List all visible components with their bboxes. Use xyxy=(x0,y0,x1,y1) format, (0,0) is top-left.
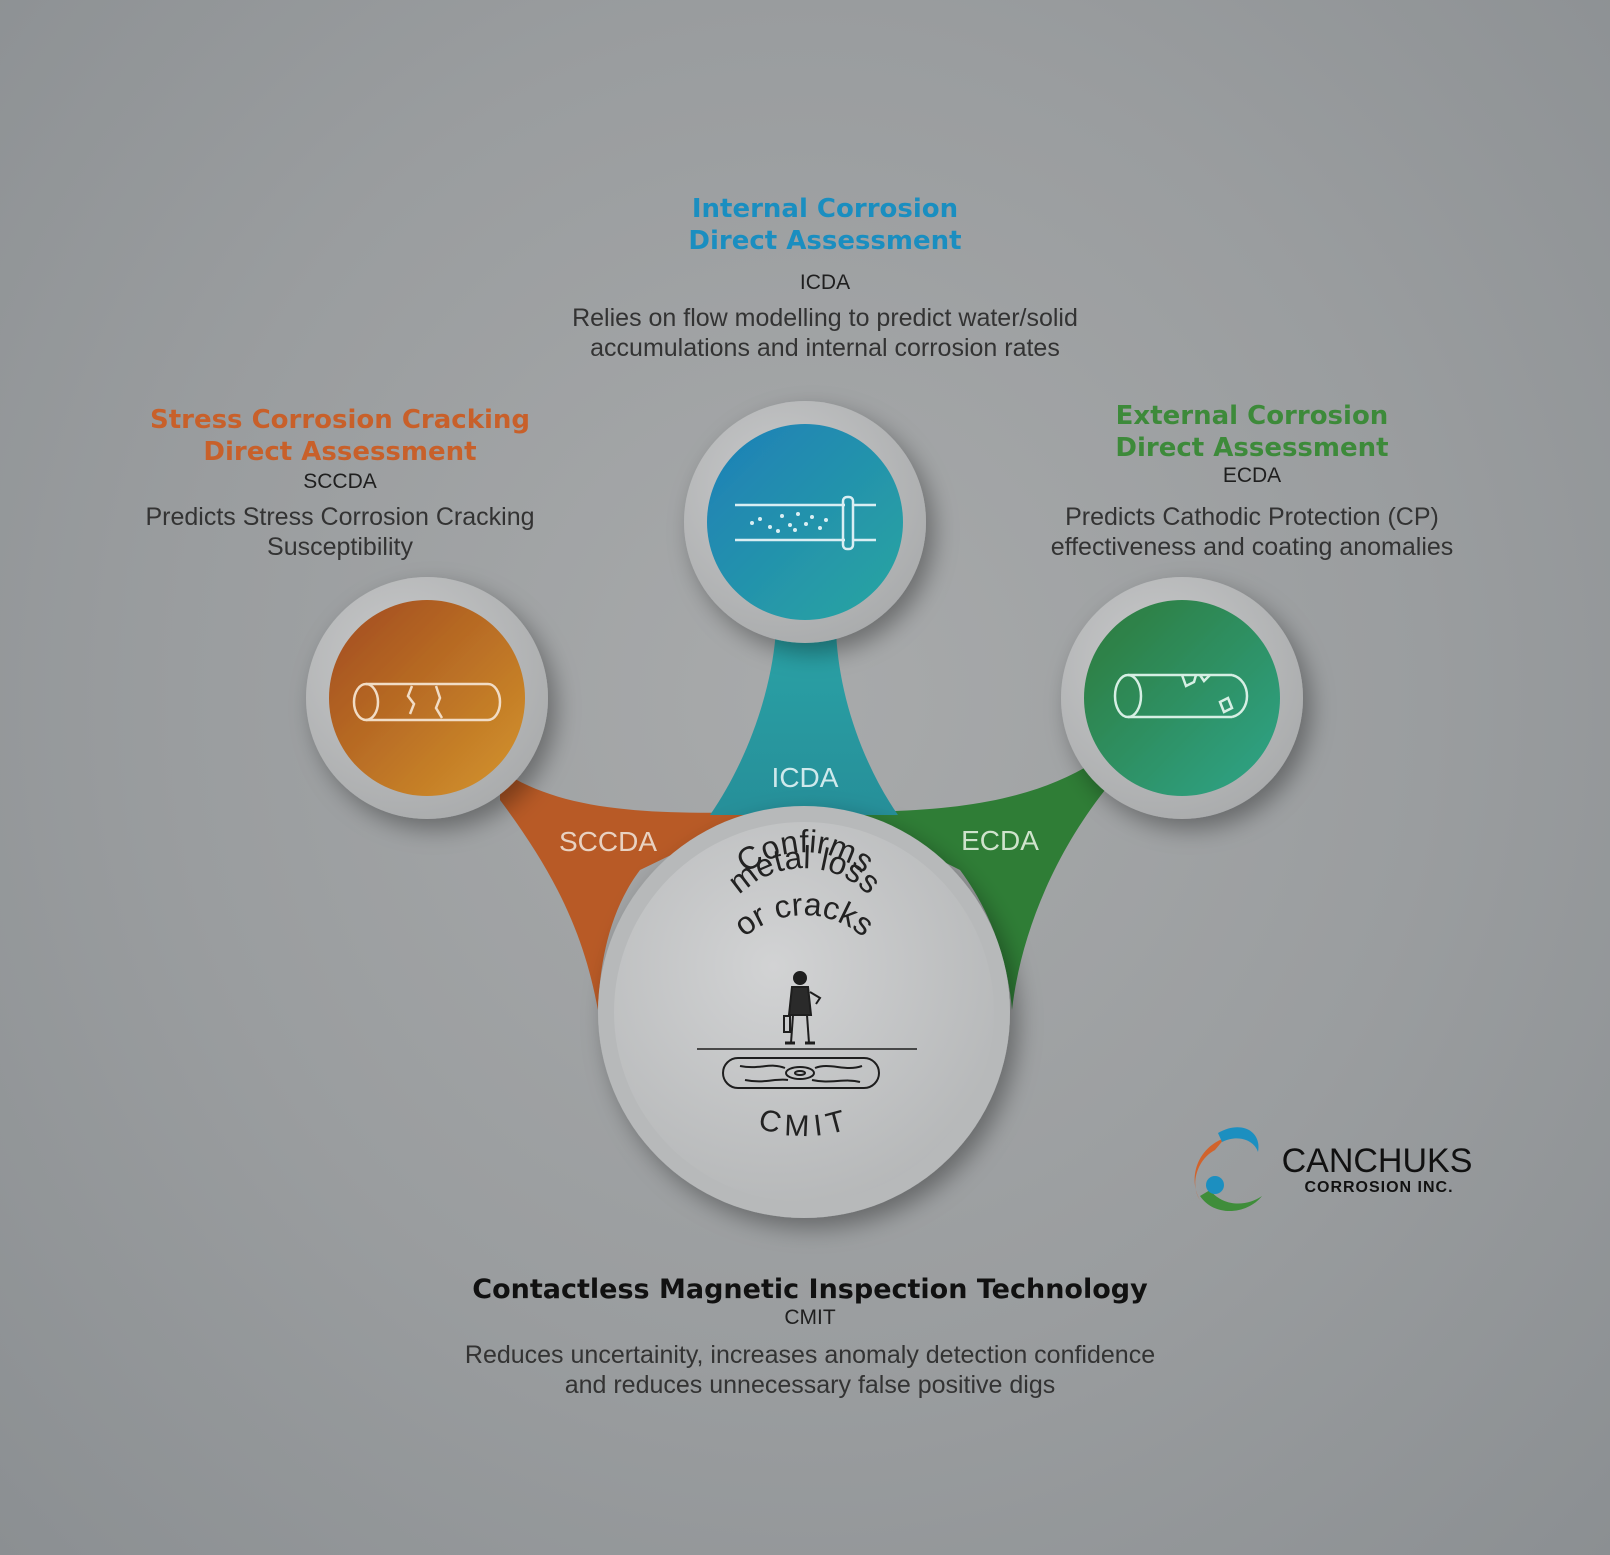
cmit-abbr: CMIT xyxy=(784,1306,836,1329)
sccda-desc-line-1: Predicts Stress Corrosion Cracking xyxy=(145,503,535,531)
icda-connector xyxy=(710,630,898,815)
canchuks-logo-icon xyxy=(1194,1127,1262,1212)
icda-text-block: Internal Corrosion Direct Assessment ICD… xyxy=(505,193,1145,363)
damaged-coating-pipe-icon xyxy=(1113,673,1249,719)
ecda-title-line-2: Direct Assessment xyxy=(1115,433,1389,463)
icda-connector-label: ICDA xyxy=(772,762,839,793)
icda-desc-line-1: Relies on flow modelling to predict wate… xyxy=(572,304,1078,332)
sccda-description: Predicts Stress Corrosion Cracking Susce… xyxy=(100,502,580,562)
icda-abbr: ICDA xyxy=(799,271,851,294)
sccda-abbr: SCCDA xyxy=(303,470,377,493)
inspector-over-pipe-icon xyxy=(697,971,917,1089)
cmit-desc-line-1: Reduces uncertainity, increases anomaly … xyxy=(464,1341,1156,1369)
ecda-node xyxy=(1061,577,1303,819)
cracked-pipe-icon xyxy=(352,682,502,722)
sccda-title-line-2: Direct Assessment xyxy=(203,437,477,467)
ecda-text-block: External Corrosion Direct Assessment ECD… xyxy=(1002,400,1502,562)
ecda-abbr: ECDA xyxy=(1222,464,1282,487)
ecda-connector-label: ECDA xyxy=(961,825,1039,856)
cmit-desc-line-2: and reduces unnecessary false positive d… xyxy=(564,1371,1056,1399)
logo-name: CANCHUKS xyxy=(1282,1142,1473,1180)
sccda-connector xyxy=(500,770,760,1010)
icda-title-line-1: Internal Corrosion xyxy=(691,194,959,224)
icda-desc-line-2: accumulations and internal corrosion rat… xyxy=(590,334,1060,362)
icda-title-line-2: Direct Assessment xyxy=(688,226,962,256)
icda-description: Relies on flow modelling to predict wate… xyxy=(505,303,1145,363)
icda-node xyxy=(684,401,926,643)
ecda-description: Predicts Cathodic Protection (CP) effect… xyxy=(1002,502,1502,562)
sccda-title: Stress Corrosion Cracking Direct Assessm… xyxy=(100,404,580,468)
ecda-title-line-1: External Corrosion xyxy=(1115,401,1389,431)
ecda-desc-line-2: effectiveness and coating anomalies xyxy=(1050,533,1454,561)
cmit-description: Reduces uncertainity, increases anomaly … xyxy=(380,1340,1240,1400)
sccda-text-block: Stress Corrosion Cracking Direct Assessm… xyxy=(100,404,580,562)
icda-title: Internal Corrosion Direct Assessment xyxy=(505,193,1145,257)
cmit-title: Contactless Magnetic Inspection Technolo… xyxy=(472,1274,1148,1305)
logo-subtitle: CORROSION INC. xyxy=(1304,1179,1453,1196)
ecda-title: External Corrosion Direct Assessment xyxy=(1002,400,1502,464)
sccda-desc-line-2: Susceptibility xyxy=(267,533,413,561)
sccda-connector-label: SCCDA xyxy=(559,826,657,857)
sccda-node xyxy=(306,577,548,819)
ecda-desc-line-1: Predicts Cathodic Protection (CP) xyxy=(1065,503,1439,531)
cmit-text-block: Contactless Magnetic Inspection Technolo… xyxy=(380,1274,1240,1400)
sccda-title-line-1: Stress Corrosion Cracking xyxy=(149,405,531,435)
pipe-with-particles-icon xyxy=(735,495,876,551)
ecda-connector xyxy=(845,755,1105,1010)
